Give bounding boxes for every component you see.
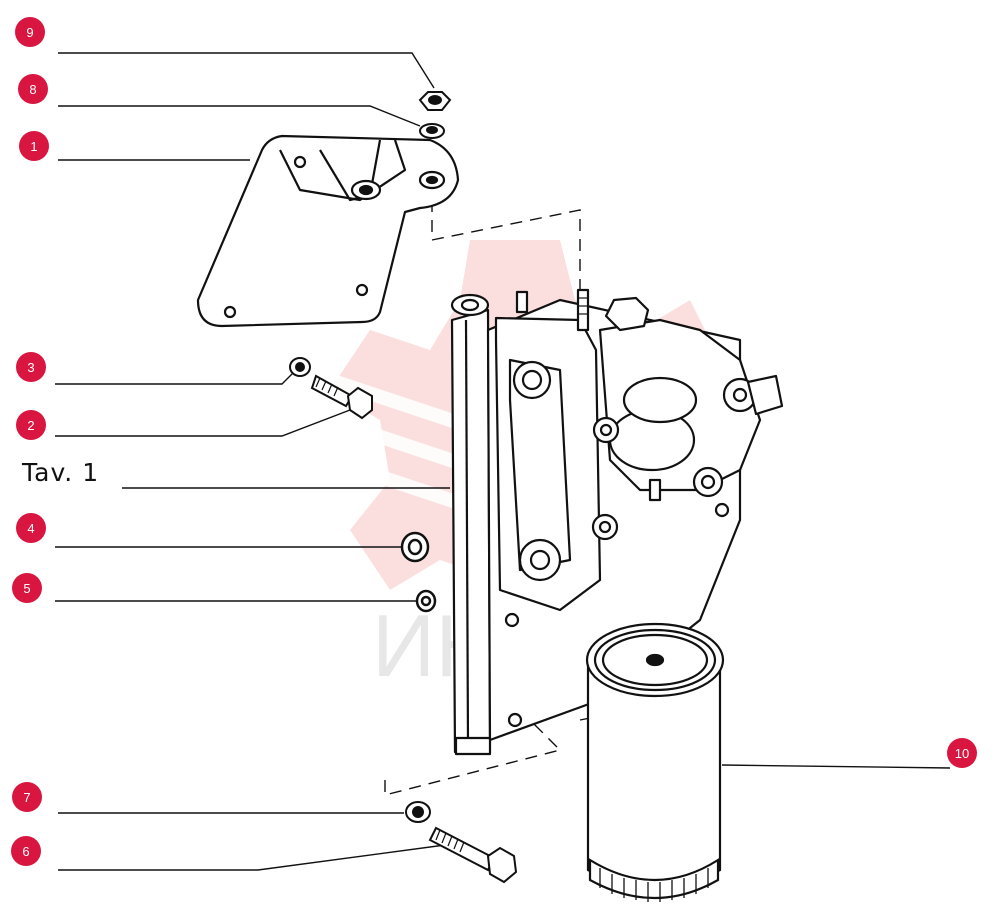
seal-ring-part-5 [415, 589, 437, 613]
leader-8 [58, 105, 421, 127]
washer-part-3 [289, 357, 311, 377]
callout-3[interactable]: 3 [16, 352, 46, 382]
washer-part-7 [405, 801, 431, 823]
bolt-part-6 [428, 826, 518, 884]
callout-6[interactable]: 6 [11, 836, 41, 866]
oil-filter-part-10 [585, 622, 725, 902]
callout-8[interactable]: 8 [18, 74, 48, 104]
callout-10[interactable]: 10 [947, 738, 977, 768]
leader-6 [58, 844, 446, 871]
washer-part-8 [419, 123, 445, 139]
bolt-part-2 [310, 374, 373, 420]
bracket-part-1 [196, 134, 460, 328]
callout-1[interactable]: 1 [19, 131, 49, 161]
leader-10 [721, 764, 951, 769]
leader-9 [58, 52, 435, 89]
callout-2[interactable]: 2 [16, 410, 46, 440]
leader-2 [55, 409, 351, 437]
callout-9[interactable]: 9 [15, 17, 45, 47]
seal-ring-part-4 [400, 531, 430, 563]
table-label: Tav. 1 [22, 458, 100, 487]
leader-lines [55, 52, 951, 871]
nut-part-9 [418, 91, 452, 111]
callout-4[interactable]: 4 [16, 513, 46, 543]
leader-3 [55, 369, 297, 385]
callout-7[interactable]: 7 [12, 782, 42, 812]
callout-5[interactable]: 5 [12, 573, 42, 603]
